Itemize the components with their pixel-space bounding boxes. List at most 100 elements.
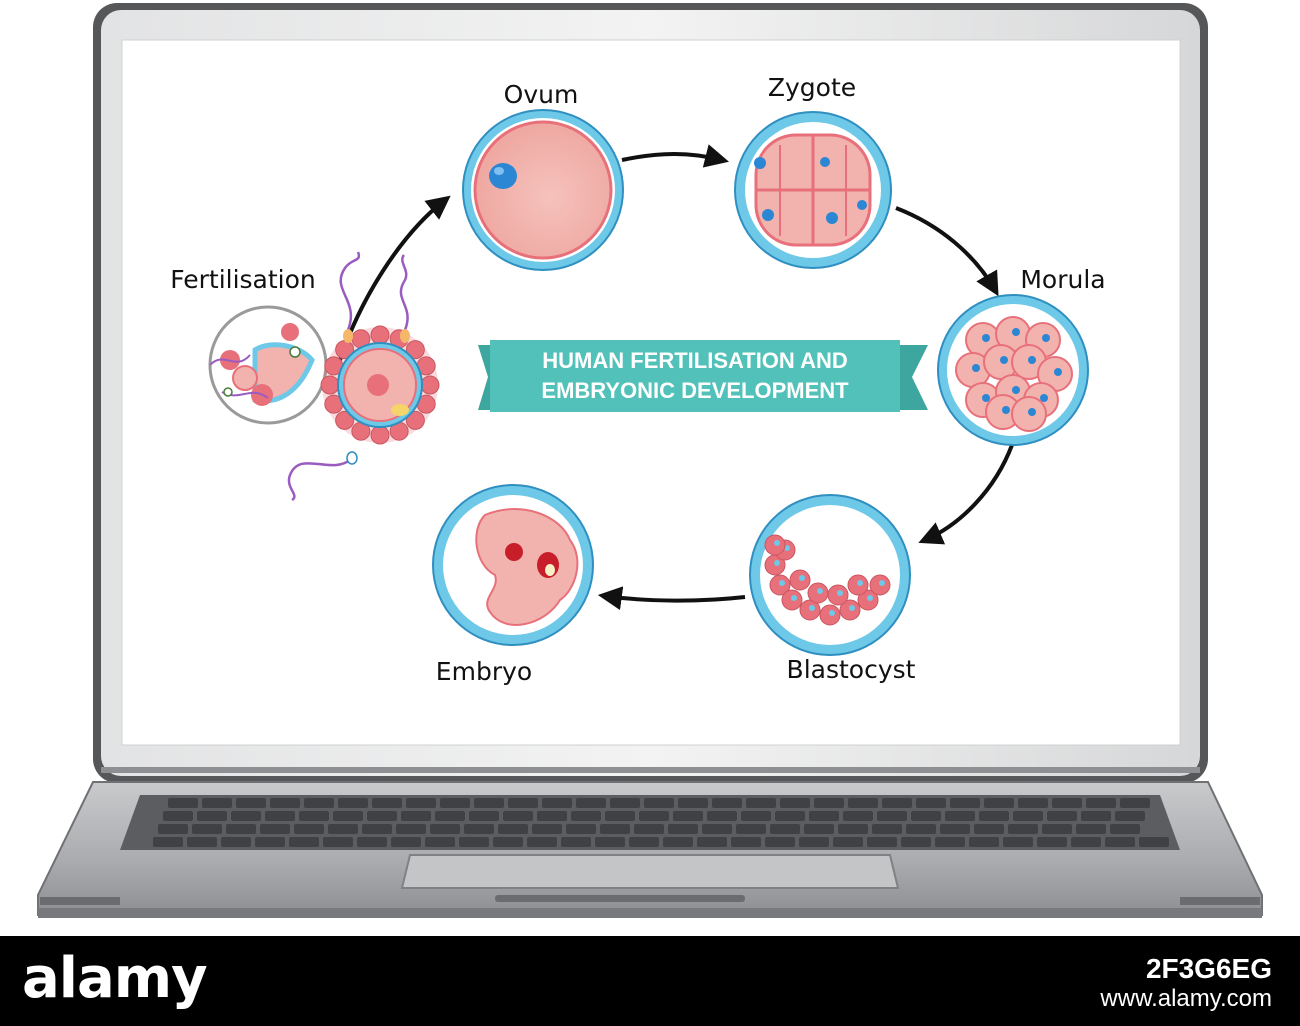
corona-cell (370, 425, 390, 445)
morula-nucleus (1012, 386, 1020, 394)
watermark-site: www.alamy.com (1100, 985, 1272, 1012)
arrow-ovum-to-zygote (621, 144, 729, 168)
keyboard-key (299, 811, 329, 821)
keyboard-key (187, 837, 217, 847)
blastocyst-nucleus (791, 595, 797, 601)
keyboard-key (668, 824, 698, 834)
keyboard-key (566, 824, 596, 834)
keyboard-key (469, 811, 499, 821)
keyboard-key (333, 811, 363, 821)
keyboard-key (639, 811, 669, 821)
blastocyst-nucleus (784, 545, 790, 551)
sperm-tail-3 (287, 458, 351, 502)
keyboard-key (1013, 811, 1043, 821)
keyboard-key (236, 798, 266, 808)
egg-nucleus (367, 374, 389, 396)
keyboard-key (493, 837, 523, 847)
keyboard-key (561, 837, 591, 847)
keyboard-key (1018, 798, 1048, 808)
label-fertilisation: Fertilisation (170, 265, 316, 294)
keyboard-key (527, 837, 557, 847)
label-zygote: Zygote (768, 73, 856, 102)
keyboard-key (163, 811, 193, 821)
keyboard-key (979, 811, 1009, 821)
keyboard-keys (153, 798, 1169, 847)
keyboard-key (508, 798, 538, 808)
laptop-lid (93, 3, 1208, 783)
blastocyst-nucleus (817, 588, 823, 594)
trackpad (400, 854, 900, 889)
blastocyst-nucleus (774, 540, 780, 546)
keyboard-key (901, 837, 931, 847)
keyboard-key (294, 824, 324, 834)
keyboard-key (270, 798, 300, 808)
blastocyst-nucleus (857, 580, 863, 586)
zygote-cell (734, 111, 892, 269)
fertilisation-illustration (208, 251, 440, 502)
keyboard-key (168, 798, 198, 808)
keyboard-key (255, 837, 285, 847)
keyboard-key (338, 798, 368, 808)
keyboard-key (600, 824, 630, 834)
watermark-footer: alamy 2F3G6EG www.alamy.com (0, 936, 1300, 1026)
morula-nucleus (972, 364, 980, 372)
keyboard-key (843, 811, 873, 821)
keyboard-key (610, 798, 640, 808)
morula-nucleus (982, 394, 990, 402)
keyboard-key (542, 798, 572, 808)
blastocyst-nucleus (809, 605, 815, 611)
arrow-zygote-to-morula (895, 206, 999, 297)
keyboard-key (644, 798, 674, 808)
corona-cell (370, 325, 390, 345)
watermark-logo: alamy (22, 946, 208, 1011)
banner-line-2: EMBRYONIC DEVELOPMENT (541, 378, 849, 403)
keyboard-key (595, 837, 625, 847)
corona-cell (405, 340, 425, 360)
keyboard-key (158, 824, 188, 834)
morula-nucleus (1000, 356, 1008, 364)
keyboard-key (260, 824, 290, 834)
morula-nucleus (1054, 368, 1062, 376)
keyboard-key (1110, 824, 1140, 834)
keyboard-key (877, 811, 907, 821)
blastocyst-nucleus (837, 590, 843, 596)
keyboard-key (916, 798, 946, 808)
keyboard-key (984, 798, 1014, 808)
watermark-info: 2F3G6EG www.alamy.com (1100, 954, 1272, 1014)
morula-nucleus (1028, 356, 1036, 364)
keyboard-key (1081, 811, 1111, 821)
keyboard-key (396, 824, 426, 834)
keyboard-key (950, 798, 980, 808)
keyboard-key (736, 824, 766, 834)
corona-cell (320, 375, 340, 395)
keyboard-key (440, 798, 470, 808)
keyboard-key (673, 811, 703, 821)
blastocyst-nucleus (799, 575, 805, 581)
keyboard-key (328, 824, 358, 834)
keyboard-key (911, 811, 941, 821)
keyboard-key (192, 824, 222, 834)
arrow-morula-to-blastocyst (918, 444, 1014, 545)
keyboard-key (391, 837, 421, 847)
keyboard-key (1105, 837, 1135, 847)
keyboard-key (882, 798, 912, 808)
keyboard-key (362, 824, 392, 834)
keyboard-key (770, 824, 800, 834)
keyboard-key (731, 837, 761, 847)
front-notch (495, 895, 745, 902)
keyboard-key (848, 798, 878, 808)
title-banner: HUMAN FERTILISATION AND EMBRYONIC DEVELO… (478, 340, 928, 412)
label-blastocyst: Blastocyst (787, 655, 916, 684)
keyboard-key (304, 798, 334, 808)
laptop-diagram-scene: HUMAN FERTILISATION AND EMBRYONIC DEVELO… (37, 3, 1263, 918)
sperm-tail-1 (339, 251, 361, 331)
keyboard-key (1071, 837, 1101, 847)
keyboard-key (833, 837, 863, 847)
blastocyst-nucleus (774, 560, 780, 566)
blastocyst-nucleus (867, 595, 873, 601)
keyboard-key (265, 811, 295, 821)
corona-cells (320, 325, 440, 445)
keyboard-key (532, 824, 562, 834)
banner-main (490, 340, 900, 412)
label-embryo: Embryo (436, 657, 532, 686)
